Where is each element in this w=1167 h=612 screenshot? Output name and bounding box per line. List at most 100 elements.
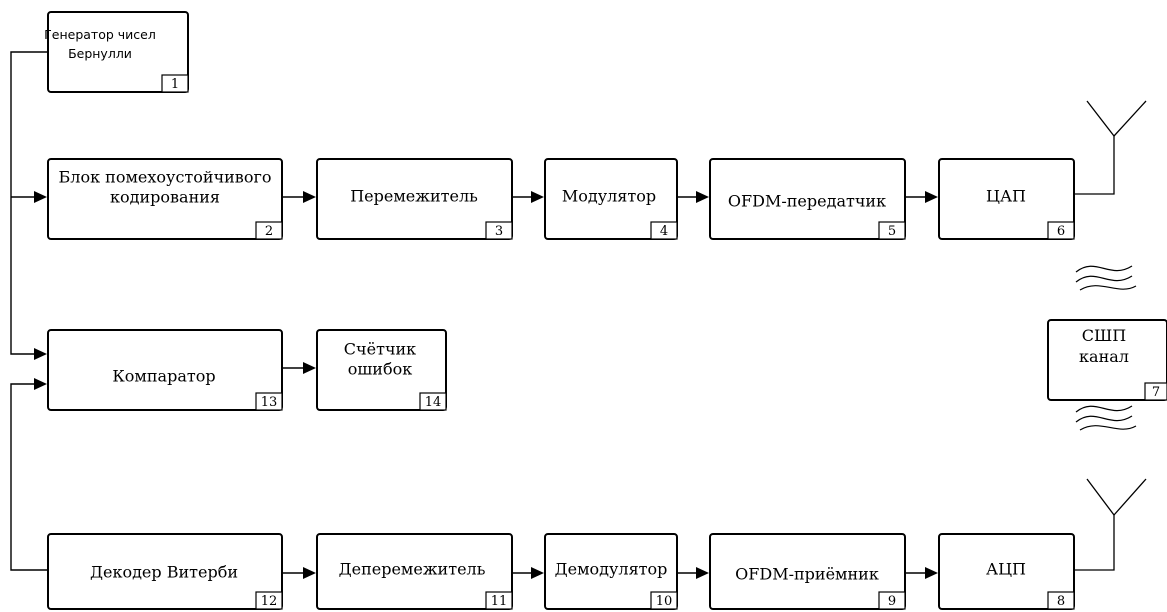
block-9-box bbox=[709, 533, 906, 610]
block-9: OFDM-приёмник 9 bbox=[709, 533, 906, 610]
wire-generator-to-bus bbox=[10, 51, 48, 355]
block-6: ЦАП 6 bbox=[938, 158, 1075, 240]
arrowhead-into-8 bbox=[925, 567, 938, 579]
block-5-label: OFDM-передатчик bbox=[728, 192, 886, 211]
block-8-number-box bbox=[1047, 591, 1075, 610]
block-5-box bbox=[709, 158, 906, 240]
block-10: Демодулятор 10 bbox=[544, 533, 678, 610]
block-9-number-box bbox=[878, 591, 906, 610]
block-1-number-box bbox=[161, 74, 189, 93]
block-14-label: Счётчик bbox=[344, 340, 416, 359]
block-12-label: Декодер Витерби bbox=[90, 563, 238, 582]
wave-icon bbox=[1079, 425, 1137, 431]
block-14-label: ошибок bbox=[348, 360, 412, 379]
block-11-number-box bbox=[485, 591, 513, 610]
transmit-antenna bbox=[1074, 100, 1147, 195]
block-1-label: Бернулли bbox=[68, 46, 132, 61]
block-14-number: 14 bbox=[425, 395, 442, 410]
block-7-label: канал bbox=[1079, 347, 1129, 366]
block-4-label: Модулятор bbox=[562, 187, 656, 206]
block-13-label: Компаратор bbox=[112, 367, 215, 386]
block-2-box bbox=[47, 158, 283, 240]
wave-symbol-top bbox=[1075, 265, 1137, 291]
receive-antenna bbox=[1074, 478, 1147, 571]
wire-decoder-to-comparator bbox=[10, 383, 48, 571]
block-10-number: 10 bbox=[656, 594, 673, 609]
block-1-number: 1 bbox=[171, 77, 179, 92]
block-4: Модулятор 4 bbox=[544, 158, 678, 240]
block-14-box bbox=[316, 329, 447, 411]
block-3-number: 3 bbox=[495, 224, 503, 239]
wave-icon bbox=[1075, 415, 1133, 423]
block-6-label: ЦАП bbox=[986, 187, 1026, 206]
block-7: СШП канал 7 bbox=[1047, 319, 1167, 401]
arrowhead-into-2 bbox=[34, 191, 47, 203]
block-10-box bbox=[544, 533, 678, 610]
block-11-number: 11 bbox=[491, 594, 508, 609]
block-1-label: Генератор чисел bbox=[44, 27, 156, 42]
wave-icon bbox=[1075, 275, 1133, 283]
block-4-number-box bbox=[650, 221, 678, 240]
connections bbox=[10, 51, 938, 579]
block-5-number-box bbox=[878, 221, 906, 240]
block-10-number-box bbox=[650, 591, 678, 610]
block-9-number: 9 bbox=[888, 594, 896, 609]
block-8-label: АЦП bbox=[986, 560, 1026, 579]
block-9-label: OFDM-приёмник bbox=[735, 565, 879, 584]
block-7-number-box bbox=[1144, 382, 1167, 401]
arrowhead-into-3 bbox=[303, 191, 316, 203]
block-13-number: 13 bbox=[261, 395, 278, 410]
wave-icon bbox=[1075, 265, 1133, 273]
block-12-box bbox=[47, 533, 283, 610]
block-3: Перемежитель 3 bbox=[316, 158, 513, 240]
block-12-number-box bbox=[255, 591, 283, 610]
block-11-box bbox=[316, 533, 513, 610]
block-3-number-box bbox=[485, 221, 513, 240]
block-3-label: Перемежитель bbox=[350, 187, 478, 206]
block-10-label: Демодулятор bbox=[555, 560, 668, 579]
block-13: Компаратор 13 bbox=[47, 329, 283, 411]
arrowhead-into-14 bbox=[303, 362, 316, 374]
block-7-box bbox=[1047, 319, 1167, 401]
block-1-box bbox=[47, 11, 189, 93]
block-5-number: 5 bbox=[888, 224, 896, 239]
arrowhead-into-4 bbox=[531, 191, 544, 203]
block-8-number: 8 bbox=[1057, 594, 1065, 609]
arrowhead-into-10 bbox=[531, 567, 544, 579]
block-13-box bbox=[47, 329, 283, 411]
arrowhead-into-13-bottom bbox=[34, 378, 47, 390]
block-6-box bbox=[938, 158, 1075, 240]
arrowhead-into-5 bbox=[696, 191, 709, 203]
block-4-number: 4 bbox=[660, 224, 668, 239]
block-6-number: 6 bbox=[1057, 224, 1065, 239]
block-13-number-box bbox=[255, 392, 283, 411]
block-2-label: Блок помехоустойчивого bbox=[59, 168, 272, 187]
block-8: АЦП 8 bbox=[938, 533, 1075, 610]
wave-icon bbox=[1075, 405, 1133, 413]
arrowhead-into-6 bbox=[925, 191, 938, 203]
receive-antenna-icon bbox=[1086, 478, 1147, 516]
block-3-box bbox=[316, 158, 513, 240]
arrowhead-into-9 bbox=[696, 567, 709, 579]
block-2-label: кодирования bbox=[110, 188, 220, 207]
block-7-number: 7 bbox=[1152, 385, 1160, 400]
transmit-antenna-feed bbox=[1074, 136, 1115, 195]
wave-icon bbox=[1079, 285, 1137, 291]
block-7-label: СШП bbox=[1082, 326, 1127, 345]
arrowhead-into-11 bbox=[303, 567, 316, 579]
block-2-number: 2 bbox=[265, 224, 273, 239]
block-2-number-box bbox=[255, 221, 283, 240]
transmit-antenna-icon bbox=[1086, 100, 1147, 137]
block-8-box bbox=[938, 533, 1075, 610]
wave-symbol-bottom bbox=[1075, 405, 1137, 431]
block-6-number-box bbox=[1047, 221, 1075, 240]
block-14-number-box bbox=[419, 392, 447, 411]
